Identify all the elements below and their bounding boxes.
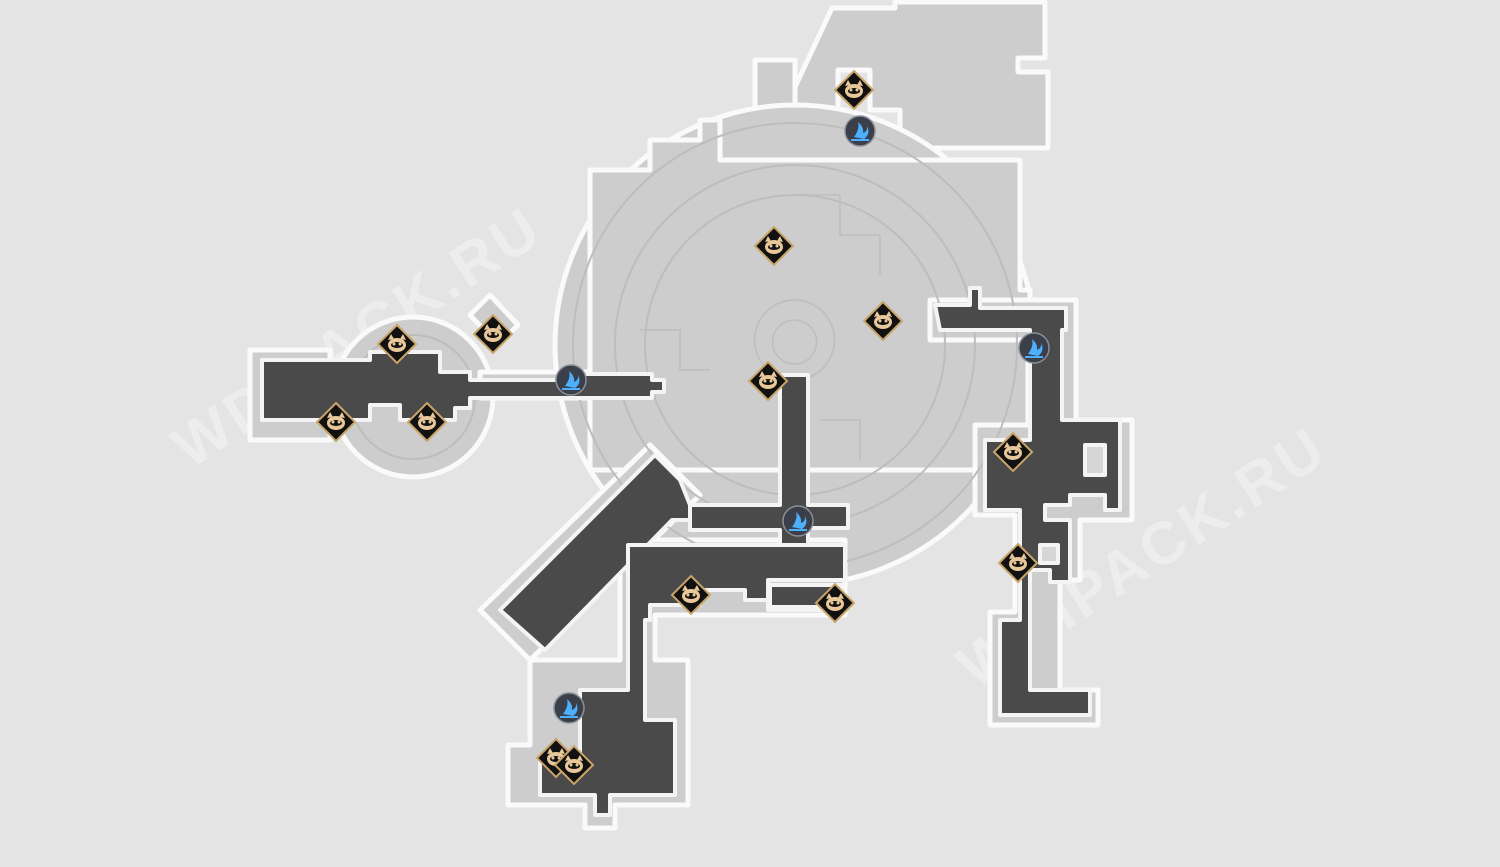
trash-can-icon[interactable] — [747, 360, 789, 402]
space-anchor-icon[interactable] — [1018, 332, 1050, 364]
trash-can-icon[interactable] — [315, 401, 357, 443]
space-anchor-icon[interactable] — [555, 364, 587, 396]
trash-can-icon[interactable] — [553, 744, 595, 786]
trash-can-icon[interactable] — [992, 431, 1034, 473]
trash-can-icon[interactable] — [472, 313, 514, 355]
trash-can-icon[interactable] — [670, 574, 712, 616]
space-anchor-icon[interactable] — [782, 505, 814, 537]
trash-can-icon[interactable] — [814, 582, 856, 624]
trash-can-icon[interactable] — [753, 225, 795, 267]
trash-can-markers — [315, 69, 1039, 786]
space-anchor-icon[interactable] — [553, 692, 585, 724]
trash-can-icon[interactable] — [862, 300, 904, 342]
trash-can-icon[interactable] — [376, 323, 418, 365]
trash-can-icon[interactable] — [997, 542, 1039, 584]
walkable-area-dark — [260, 286, 1122, 817]
trash-can-icon[interactable] — [833, 69, 875, 111]
space-anchor-markers — [553, 115, 1050, 724]
trash-can-icon[interactable] — [406, 401, 448, 443]
space-anchor-icon[interactable] — [844, 115, 876, 147]
